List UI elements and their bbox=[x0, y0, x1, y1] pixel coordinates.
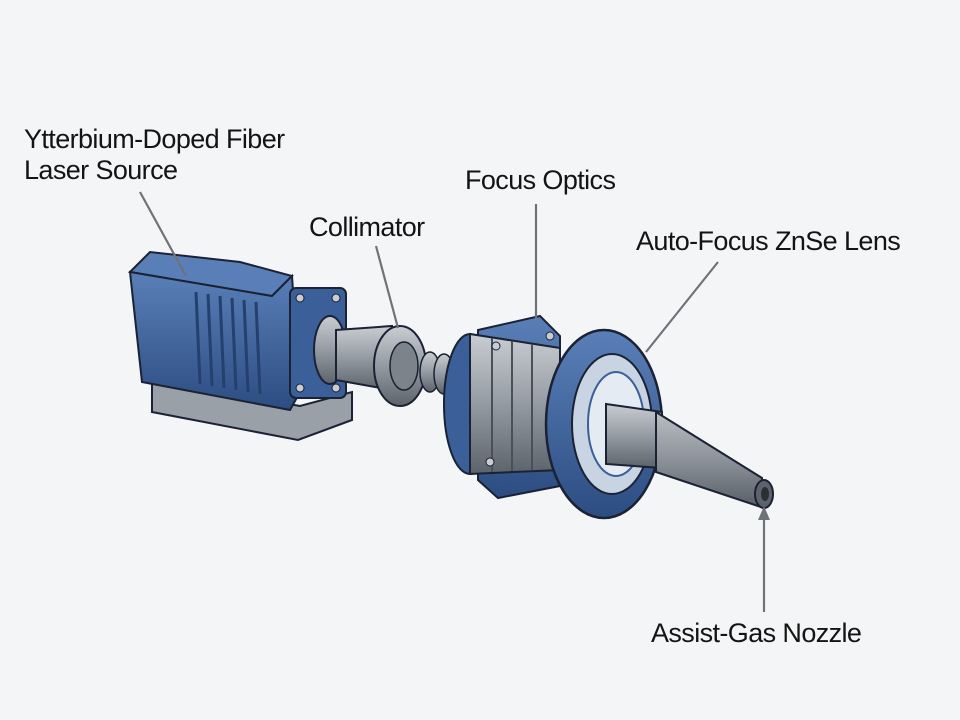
source-bolt bbox=[295, 383, 305, 393]
leader-collimator bbox=[374, 245, 400, 329]
source-bolt bbox=[331, 293, 341, 303]
label-laser-source-line2: Laser Source bbox=[24, 155, 178, 185]
focus-bolt bbox=[485, 457, 495, 467]
cooling-fins bbox=[194, 291, 262, 395]
nozzle-neck bbox=[605, 402, 663, 470]
focus-optics bbox=[443, 314, 561, 500]
source-bolt bbox=[331, 383, 341, 393]
source-base bbox=[151, 378, 353, 442]
label-collimator: Collimator bbox=[309, 212, 425, 242]
source-bolt bbox=[295, 293, 305, 303]
label-focus-optics: Focus Optics bbox=[465, 165, 616, 195]
leader-nozzle-arrowhead bbox=[758, 506, 770, 520]
collimator-ring-inner bbox=[389, 341, 419, 391]
focus-bolt bbox=[545, 331, 555, 341]
label-assist-gas-nozzle: Assist-Gas Nozzle bbox=[651, 618, 862, 648]
focus-bolt bbox=[491, 341, 501, 351]
nozzle-cone bbox=[655, 410, 766, 510]
focus-barrel-ribs bbox=[491, 338, 533, 472]
label-auto-focus-lens: Auto-Focus ZnSe Lens bbox=[636, 226, 901, 256]
leader-lens bbox=[645, 261, 719, 353]
leader-source bbox=[139, 191, 187, 277]
label-laser-source-line1: Ytterbium-Doped Fiber bbox=[24, 124, 285, 154]
label-laser-source: Ytterbium-Doped Fiber Laser Source bbox=[24, 124, 285, 186]
nozzle-tip-hole bbox=[761, 487, 769, 501]
leader-lines bbox=[139, 191, 770, 612]
assist-gas-nozzle bbox=[605, 402, 774, 510]
laser-source bbox=[127, 250, 353, 442]
